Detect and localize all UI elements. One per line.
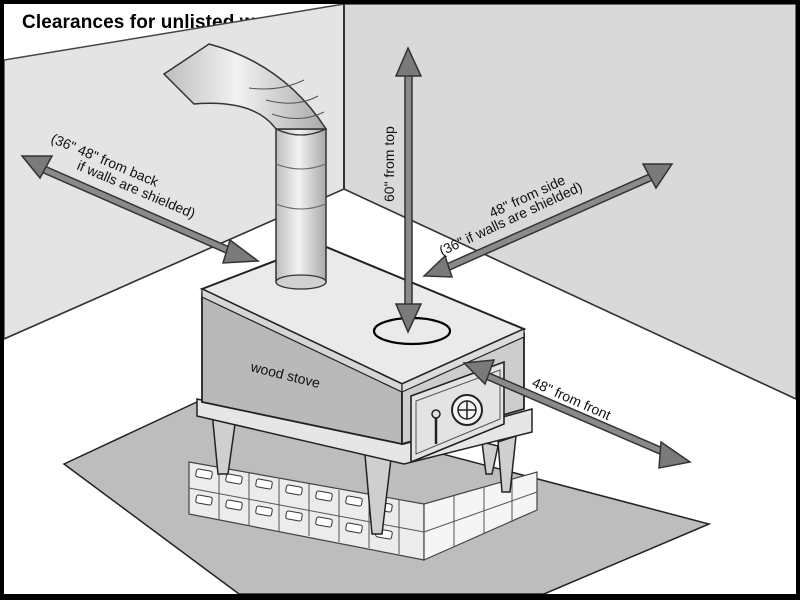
brick-hearth: [188, 461, 538, 561]
damper-dial-icon: [451, 394, 483, 426]
side-clearance-arrow: [422, 163, 674, 278]
stove-legs: [211, 411, 517, 535]
top-clearance-label: 60" from top: [381, 126, 397, 202]
diagram-frame: Clearances for unlisted wood stoves: [4, 4, 796, 594]
back-clearance-arrow: [20, 155, 261, 264]
stove-top-edge-right: [401, 328, 525, 393]
flue-pipe: [162, 43, 328, 290]
door-handle-icon: [431, 409, 441, 444]
front-clearance-arrow: [462, 359, 692, 469]
top-clearance-arrow: [394, 46, 423, 334]
stove-clearance-diagram: wood stove 60" from top (36" 48" from ba…: [4, 4, 796, 594]
side-floor-line: [343, 188, 796, 400]
